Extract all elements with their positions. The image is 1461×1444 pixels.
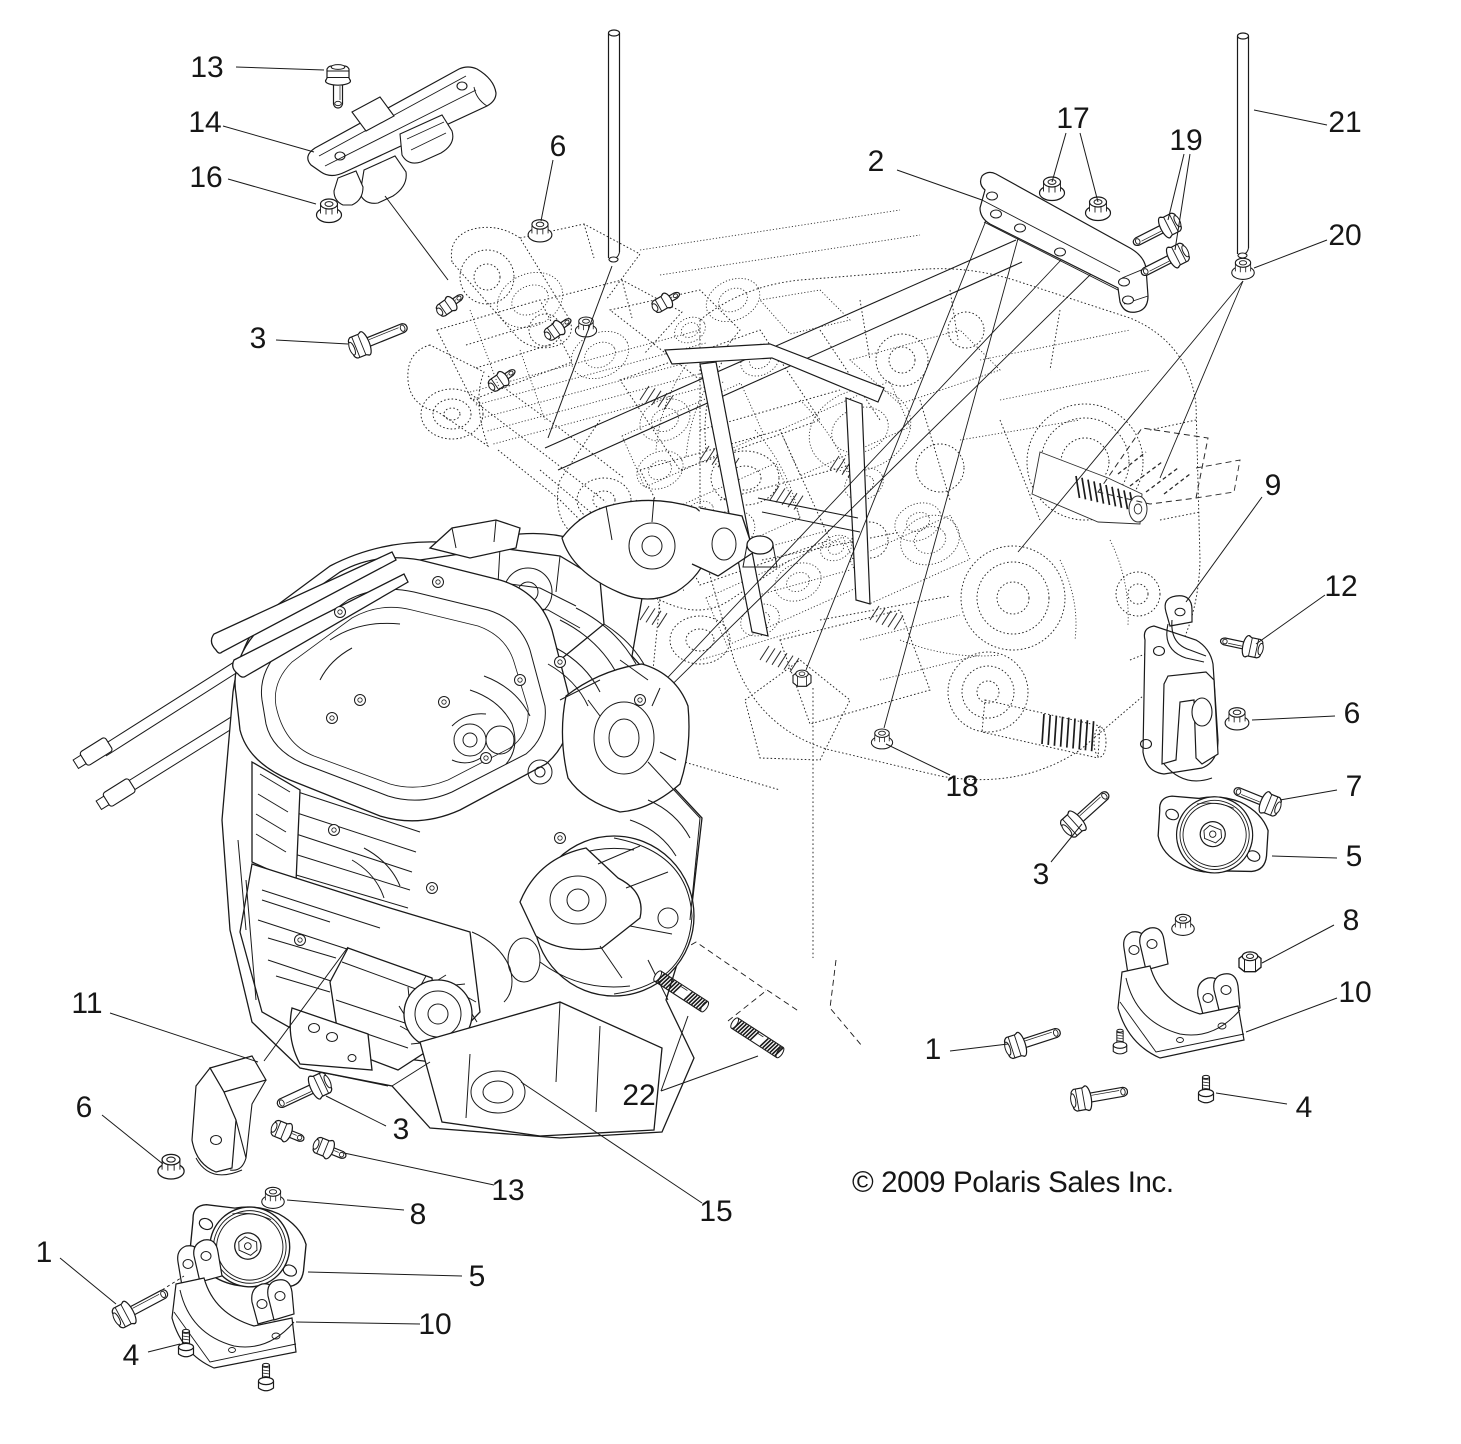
svg-text:11: 11 [71,987,102,1020]
svg-text:16: 16 [189,161,222,194]
svg-text:14: 14 [188,106,221,139]
svg-text:5: 5 [1346,840,1363,873]
svg-text:4: 4 [1296,1091,1313,1124]
svg-text:6: 6 [550,130,567,163]
svg-text:6: 6 [1344,697,1361,730]
svg-text:3: 3 [393,1113,410,1146]
svg-text:17: 17 [1056,102,1089,135]
svg-text:13: 13 [190,51,223,84]
svg-text:7: 7 [1346,770,1363,803]
svg-text:2: 2 [868,145,885,178]
svg-text:5: 5 [469,1260,486,1293]
svg-text:3: 3 [250,322,267,355]
svg-text:© 2009 Polaris Sales Inc.: © 2009 Polaris Sales Inc. [852,1166,1174,1199]
svg-text:15: 15 [699,1195,732,1228]
svg-text:3: 3 [1033,858,1050,891]
svg-text:20: 20 [1328,219,1361,252]
svg-text:18: 18 [945,770,978,803]
svg-text:22: 22 [622,1079,655,1112]
svg-text:10: 10 [1338,976,1371,1009]
svg-text:13: 13 [491,1174,524,1207]
svg-text:9: 9 [1265,469,1282,502]
svg-text:8: 8 [1343,904,1360,937]
svg-text:10: 10 [418,1308,451,1341]
svg-text:21: 21 [1328,106,1361,139]
svg-text:6: 6 [76,1091,93,1124]
svg-text:8: 8 [410,1198,427,1231]
svg-text:1: 1 [36,1236,53,1269]
svg-text:1: 1 [925,1033,942,1066]
svg-text:19: 19 [1169,124,1202,157]
svg-text:12: 12 [1324,570,1357,603]
svg-text:4: 4 [123,1339,140,1372]
